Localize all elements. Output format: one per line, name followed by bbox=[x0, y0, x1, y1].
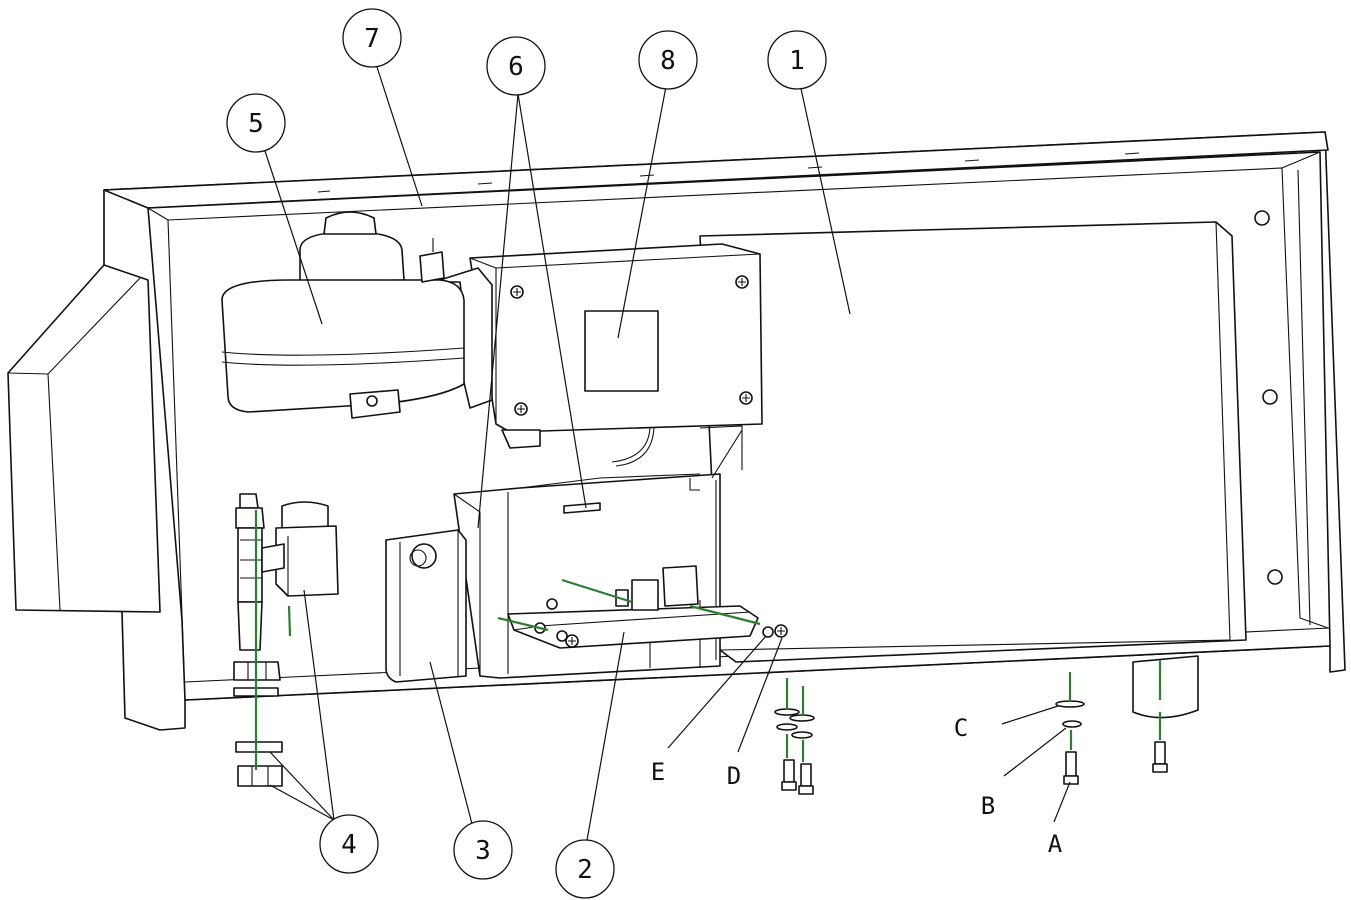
callout-2: 2 bbox=[555, 839, 615, 899]
callout-6: 6 bbox=[486, 36, 546, 96]
callout-7: 7 bbox=[342, 8, 402, 68]
callout-4-label: 4 bbox=[341, 830, 357, 860]
callout-1-label: 1 bbox=[789, 46, 805, 76]
label-d: D bbox=[727, 762, 741, 790]
label-a: A bbox=[1048, 830, 1063, 858]
assembly-centerlines bbox=[254, 510, 1162, 770]
callout-5-label: 5 bbox=[248, 109, 264, 139]
callout-3: 3 bbox=[453, 820, 513, 880]
label-c: C bbox=[954, 714, 968, 742]
label-b: B bbox=[981, 792, 995, 820]
callout-5: 5 bbox=[226, 93, 286, 153]
blower-assembly bbox=[221, 211, 493, 419]
callout-1: 1 bbox=[767, 30, 827, 90]
callout-6-label: 6 bbox=[508, 52, 524, 82]
callout-3-label: 3 bbox=[475, 836, 491, 866]
cover-panel bbox=[699, 221, 1247, 663]
label-e: E bbox=[651, 758, 665, 786]
leader-lines bbox=[263, 63, 1071, 847]
transformer bbox=[385, 529, 467, 683]
callout-8: 8 bbox=[638, 30, 698, 90]
exploded-fasteners bbox=[762, 624, 1168, 795]
callout-2-label: 2 bbox=[577, 855, 593, 885]
control-box bbox=[469, 243, 763, 470]
callout-8-label: 8 bbox=[660, 46, 676, 76]
box-screws bbox=[510, 275, 753, 416]
callout-4: 4 bbox=[319, 814, 379, 874]
callout-7-label: 7 bbox=[364, 24, 380, 54]
